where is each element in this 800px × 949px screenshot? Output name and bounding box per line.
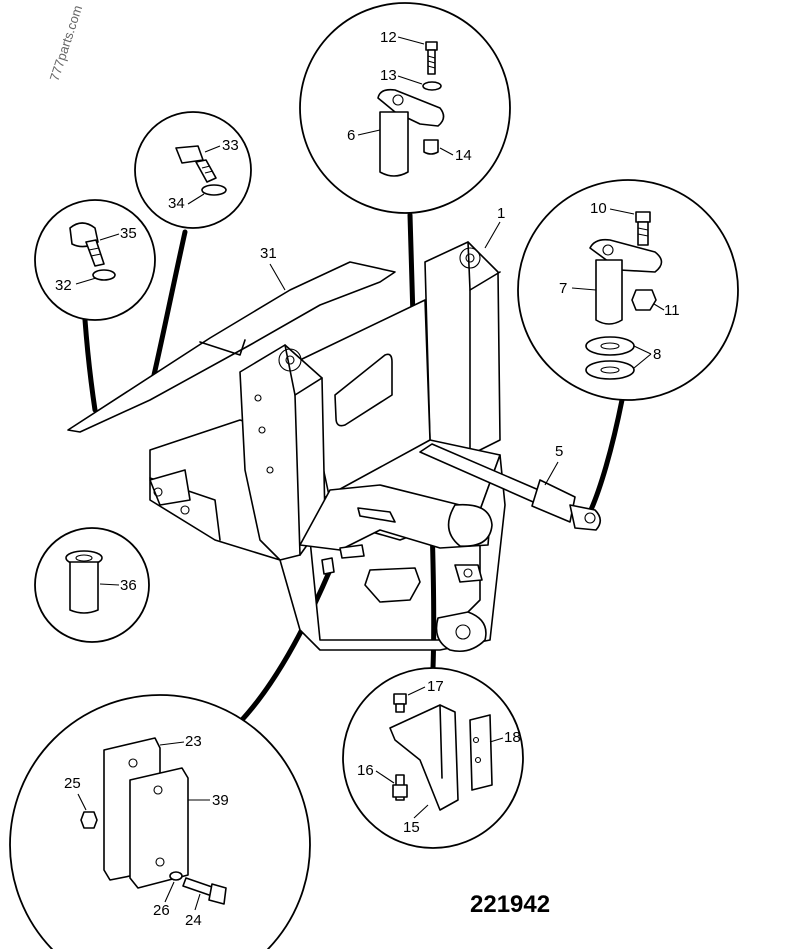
callout-34: 34 xyxy=(168,195,185,212)
callout-18: 18 xyxy=(504,729,521,746)
callout-5: 5 xyxy=(555,443,563,460)
hydraulic-ram xyxy=(419,443,602,531)
callout-32: 32 xyxy=(55,277,72,294)
callout-15: 15 xyxy=(403,819,420,836)
callout-23: 23 xyxy=(185,733,202,750)
callout-25: 25 xyxy=(64,775,81,792)
callout-8: 8 xyxy=(653,346,661,363)
callout-24: 24 xyxy=(185,912,202,929)
detail-pin-assembly-7: 10 7 11 8 xyxy=(517,179,739,401)
callout-1: 1 xyxy=(497,205,505,222)
detail-bolt-33: 33 34 xyxy=(134,111,252,229)
callout-39: 39 xyxy=(212,792,229,809)
callout-16: 16 xyxy=(357,762,374,779)
watermark-top-left: 777parts.com xyxy=(47,3,86,83)
callout-31: 31 xyxy=(260,245,277,262)
callout-36: 36 xyxy=(120,577,137,594)
detail-wear-pads: 23 39 25 26 24 xyxy=(9,694,311,949)
guard-plate xyxy=(67,261,396,433)
callout-11: 11 xyxy=(664,302,680,319)
callout-7: 7 xyxy=(559,280,567,297)
callout-14: 14 xyxy=(455,147,472,164)
callout-13: 13 xyxy=(380,67,397,84)
callout-10: 10 xyxy=(590,200,607,217)
detail-pin-assembly-6: 12 13 6 14 xyxy=(299,2,511,214)
callout-26: 26 xyxy=(153,902,170,919)
main-frame xyxy=(149,241,506,653)
callout-17: 17 xyxy=(427,678,444,695)
drawing-number: 221942 xyxy=(470,891,550,918)
callout-6: 6 xyxy=(347,127,355,144)
detail-bush-36: 36 xyxy=(34,527,150,643)
callout-12: 12 xyxy=(380,29,397,46)
callout-35: 35 xyxy=(120,225,137,242)
callout-33: 33 xyxy=(222,137,239,154)
main-callouts: 1 31 5 xyxy=(260,205,563,486)
detail-bracket-15: 17 18 16 15 xyxy=(342,667,524,849)
detail-bolt-35: 35 32 xyxy=(34,199,156,321)
